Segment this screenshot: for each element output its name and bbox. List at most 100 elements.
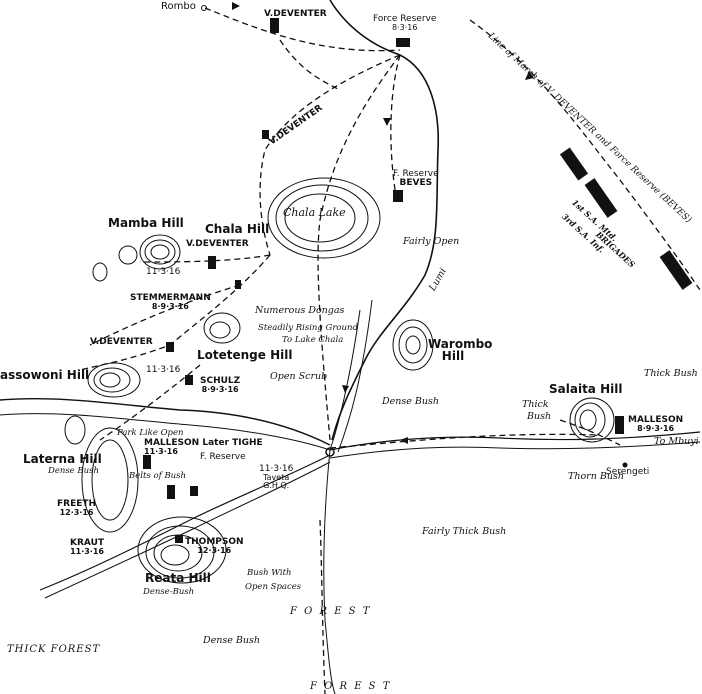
label-date-a: 11·3·16 <box>146 267 181 277</box>
label-bush-with: Bush With <box>247 568 292 578</box>
unit-marker-vd-west <box>166 342 174 352</box>
label-dense-bush-reata: Dense-Bush <box>143 587 195 597</box>
railway-sw <box>39 454 331 591</box>
warombo-contours <box>392 319 434 371</box>
lotetenge-contours <box>203 312 241 344</box>
brigade-bar-1 <box>559 147 589 181</box>
road-east <box>329 431 701 451</box>
chala-contours <box>267 177 381 259</box>
label-salaita-hill: Salaita Hill <box>549 382 623 396</box>
label-fairly-thick-bush: Fairly Thick Bush <box>422 526 507 537</box>
mamba-contours <box>92 234 181 282</box>
march-line-to-chala <box>259 54 401 256</box>
label-forest-bottom: F O R E S T <box>310 681 392 692</box>
lumi-river <box>329 0 440 441</box>
label-numerous-dongas: Numerous Dongas <box>255 305 345 316</box>
laterna-contours <box>64 415 139 533</box>
label-to-lake-chala: To Lake Chala <box>282 335 344 345</box>
label-dense-bush-center: Dense Bush <box>382 396 439 407</box>
label-to-mbuyi: To Mbuyi <box>654 436 699 447</box>
march-line-stem <box>89 284 241 346</box>
unit-marker-vd-mid <box>262 130 269 139</box>
label-steadily-rising: Steadily Rising Ground <box>258 323 358 333</box>
label-bush: Bush <box>527 411 552 422</box>
road-east-2 <box>329 441 701 459</box>
label-dense-bush-west: Dense Bush <box>48 466 99 476</box>
unit-marker-freeth <box>167 485 175 499</box>
arrow-2 <box>383 118 391 126</box>
label-rombo: Rombo <box>161 1 196 12</box>
unit-marker-thompson <box>175 535 183 543</box>
march-line-to-beves <box>390 54 401 191</box>
unit-marker-malleson-east <box>615 416 624 434</box>
unit-marker-vd-top <box>270 18 279 33</box>
label-vd-chala: V.DEVENTER <box>186 239 249 249</box>
unit-marker-schulz <box>185 375 193 385</box>
label-date-b: 11·3·16 <box>146 365 181 375</box>
salaita-contours <box>569 397 615 443</box>
label-chala-lake: Chala Lake <box>283 206 346 219</box>
rombo-dot <box>201 5 207 11</box>
label-warombo-hill: Warombo Hill <box>428 337 493 363</box>
brigade-bar-3 <box>659 250 693 290</box>
road-south-2 <box>337 299 373 453</box>
label-assowoni-hill: assowoni Hill <box>0 368 90 382</box>
label-thick-bush-east: Thick Bush <box>644 368 698 379</box>
march-line-top <box>204 7 401 52</box>
label-thick-forest: THICK FOREST <box>7 644 101 655</box>
unit-marker-beves <box>393 190 403 202</box>
march-line-east <box>329 433 601 449</box>
river-west <box>0 397 331 446</box>
unit-marker-stem <box>235 280 241 289</box>
label-open-spaces: Open Spaces <box>245 582 302 592</box>
brigade-bar-2 <box>584 178 618 218</box>
label-laterna-hill: Laterna Hill <box>23 452 102 466</box>
assowoni-contours <box>87 362 141 398</box>
arrow-1 <box>232 2 240 10</box>
serengeti-dot <box>622 462 628 468</box>
label-forest-mid: F O R E S T <box>290 606 372 617</box>
arrow-3 <box>525 71 534 80</box>
unit-marker-fres-taveta <box>190 486 198 496</box>
arrow-4 <box>400 437 408 444</box>
march-line-salaita <box>559 419 621 446</box>
reata-contours <box>137 516 227 584</box>
march-line-west <box>139 254 271 263</box>
label-lotetenge-hill: Lotetenge Hill <box>197 348 293 362</box>
march-line-south <box>99 364 201 441</box>
label-vd-top: V.DEVENTER <box>264 9 327 19</box>
label-fairly-open: Fairly Open <box>403 236 460 247</box>
label-thorn-bush: Thorn Bush <box>568 471 624 482</box>
label-open-scrub: Open Scrub <box>270 371 328 382</box>
railway-sw-2 <box>44 461 331 599</box>
march-line-mid <box>317 54 401 441</box>
label-chala-hill: Chala Hill <box>205 222 270 236</box>
road-south <box>323 309 361 694</box>
label-dense-bush-south: Dense Bush <box>203 635 260 646</box>
label-belts-of-bush: Belts of Bush <box>129 471 186 481</box>
unit-marker-force-reserve <box>396 38 410 47</box>
march-line-diagonal <box>469 19 701 291</box>
label-serengeti: Serengeti <box>606 467 650 477</box>
unit-marker-malleson <box>143 455 151 469</box>
label-thick: Thick <box>522 399 549 410</box>
label-mamba-hill: Mamba Hill <box>108 216 184 230</box>
taveta-dot <box>325 447 335 457</box>
label-f-reserve-taveta: F. Reserve <box>200 452 246 462</box>
arrow-5 <box>342 385 349 393</box>
label-vd-west: V.DEVENTER <box>90 337 153 347</box>
label-park-like-open: Park Like Open <box>117 428 184 438</box>
river-west-2 <box>0 413 331 451</box>
